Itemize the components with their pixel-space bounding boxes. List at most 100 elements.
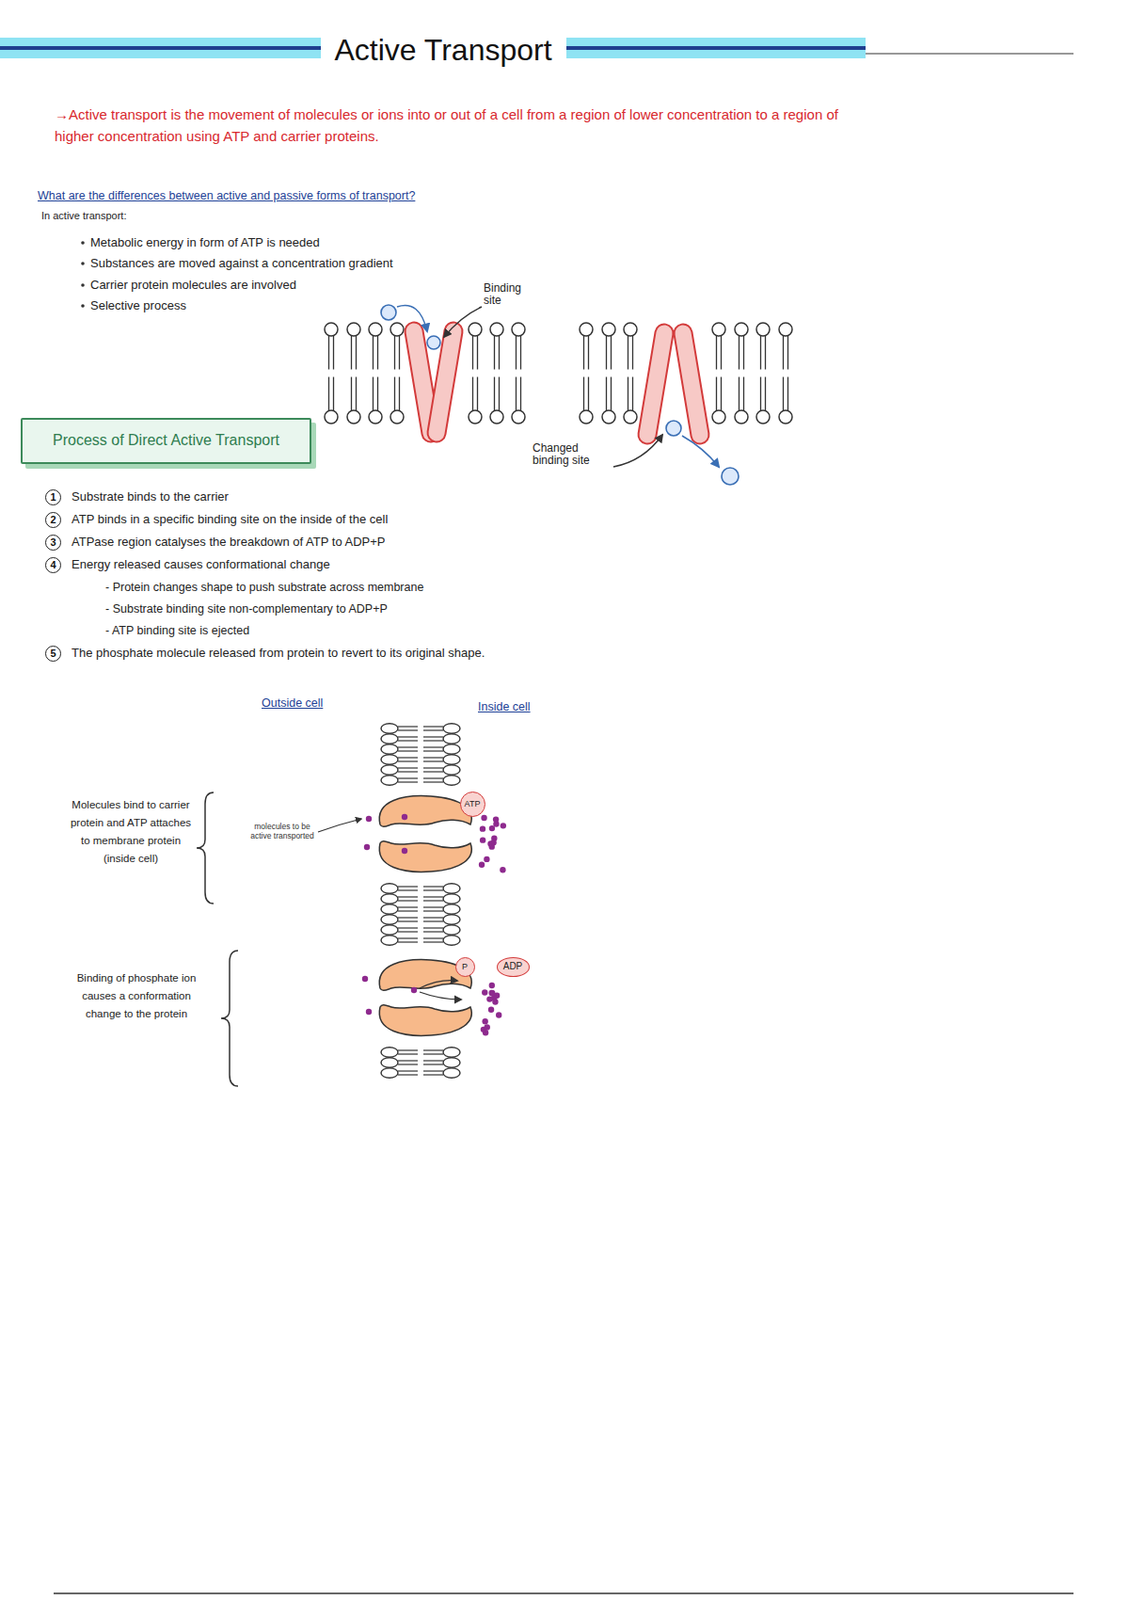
lipid-tail (423, 895, 444, 897)
lipid-head (368, 410, 382, 424)
lipid-tail (632, 377, 634, 412)
lipid-tail (760, 335, 762, 370)
lipid-tail (423, 937, 444, 939)
phosphate-circle: P (455, 956, 476, 977)
lipid-head (381, 1057, 398, 1068)
lipid-tail (782, 377, 784, 412)
lipid-head (381, 904, 398, 915)
callout-number: 1 (45, 489, 62, 506)
transported-molecule (488, 989, 494, 996)
lipid-tail (423, 920, 444, 922)
lipid-tail (397, 1073, 418, 1075)
lipid-tail (397, 930, 418, 932)
lipid-tail (355, 377, 357, 412)
membrane-diagram (579, 322, 793, 485)
lipid-tail (423, 746, 444, 748)
leader-line (613, 434, 663, 467)
region-label: Inside cell (477, 698, 531, 716)
lipid-tail (764, 335, 766, 370)
lipid-tail (423, 899, 444, 901)
lipid-head (443, 893, 461, 905)
movement-arrow (419, 980, 458, 988)
lipid-tail (397, 746, 418, 748)
lipid-tail (423, 770, 444, 772)
transported-molecule (479, 836, 486, 843)
lipid-tail (397, 729, 418, 731)
lipid-tail (627, 377, 629, 412)
lipid-tail (423, 760, 444, 762)
lipid-head (381, 893, 398, 905)
lipid-tail (397, 1049, 418, 1050)
lipid-tail (760, 377, 762, 412)
node-text: ADP (503, 960, 524, 972)
lipid-tail (397, 916, 418, 918)
lipid-tail (743, 377, 745, 412)
lipid-tail (423, 780, 444, 782)
bullet-dot (80, 261, 85, 266)
substrate-molecule (381, 304, 397, 320)
lipid-tail (397, 899, 418, 901)
transported-molecule (492, 998, 498, 1004)
lipid-tail (397, 725, 418, 727)
lipid-tail (423, 735, 444, 737)
step-text: Substrate binds to the carrier (71, 488, 229, 507)
transported-molecule (484, 1023, 491, 1030)
lipid-head (381, 764, 398, 776)
lipid-tail (333, 377, 334, 412)
lipid-tail (423, 749, 444, 751)
lipid-tail (515, 377, 517, 412)
transported-molecule (365, 815, 372, 822)
carrier-protein (379, 841, 472, 873)
lipid-tail (397, 756, 418, 758)
lipid-tail (720, 377, 722, 412)
lipid-tail (398, 377, 400, 412)
lipid-tail (627, 335, 629, 370)
lipid-tail (583, 377, 585, 412)
movement-arrow (397, 304, 428, 332)
transported-molecule (364, 843, 370, 850)
lipid-head (712, 410, 726, 424)
lipid-head (623, 410, 637, 424)
carrier-protein (647, 333, 665, 435)
lipid-tail (738, 377, 740, 412)
lipid-tail (397, 920, 418, 922)
transported-molecule (480, 814, 487, 821)
lipid-head (734, 322, 748, 336)
lipid-tail (397, 760, 418, 762)
lipid-head (390, 322, 404, 336)
lipid-tail (397, 770, 418, 772)
lipid-tail (472, 377, 474, 412)
lipid-head (756, 410, 770, 424)
node-text: ATP (464, 798, 481, 809)
lipid-tail (782, 335, 784, 370)
transported-molecule (481, 1017, 488, 1024)
lipid-tail (515, 335, 517, 370)
lipid-tail (423, 1059, 444, 1061)
lipid-tail (423, 729, 444, 731)
lipid-tail (397, 749, 418, 751)
lipid-head (490, 322, 504, 336)
lipid-tail (423, 940, 444, 942)
lipid-tail (423, 725, 444, 727)
callout-number: 5 (45, 645, 62, 662)
lipid-tail (423, 1052, 444, 1054)
lipid-tail (377, 377, 379, 412)
lipid-tail (423, 885, 444, 887)
lipid-tail (328, 377, 330, 412)
bullet-dot (80, 303, 85, 308)
lipid-tail (328, 335, 330, 370)
lipid-tail (423, 916, 444, 918)
transported-molecule (362, 975, 368, 982)
lipid-tail (423, 906, 444, 907)
lipid-head (443, 914, 461, 925)
step-text: The phosphate molecule released from pro… (71, 644, 485, 663)
transported-molecule (488, 1006, 494, 1013)
page-title: Active Transport (333, 28, 552, 72)
callout-label: Changed binding site (532, 442, 614, 467)
callout-number: 4 (45, 556, 62, 573)
callout-number: 2 (45, 511, 62, 528)
bullet-text: Metabolic energy in form of ATP is neede… (90, 234, 320, 253)
bullet-text: Carrier protein molecules are involved (90, 276, 297, 295)
lipid-head (779, 410, 793, 424)
lipid-tail (397, 906, 418, 907)
